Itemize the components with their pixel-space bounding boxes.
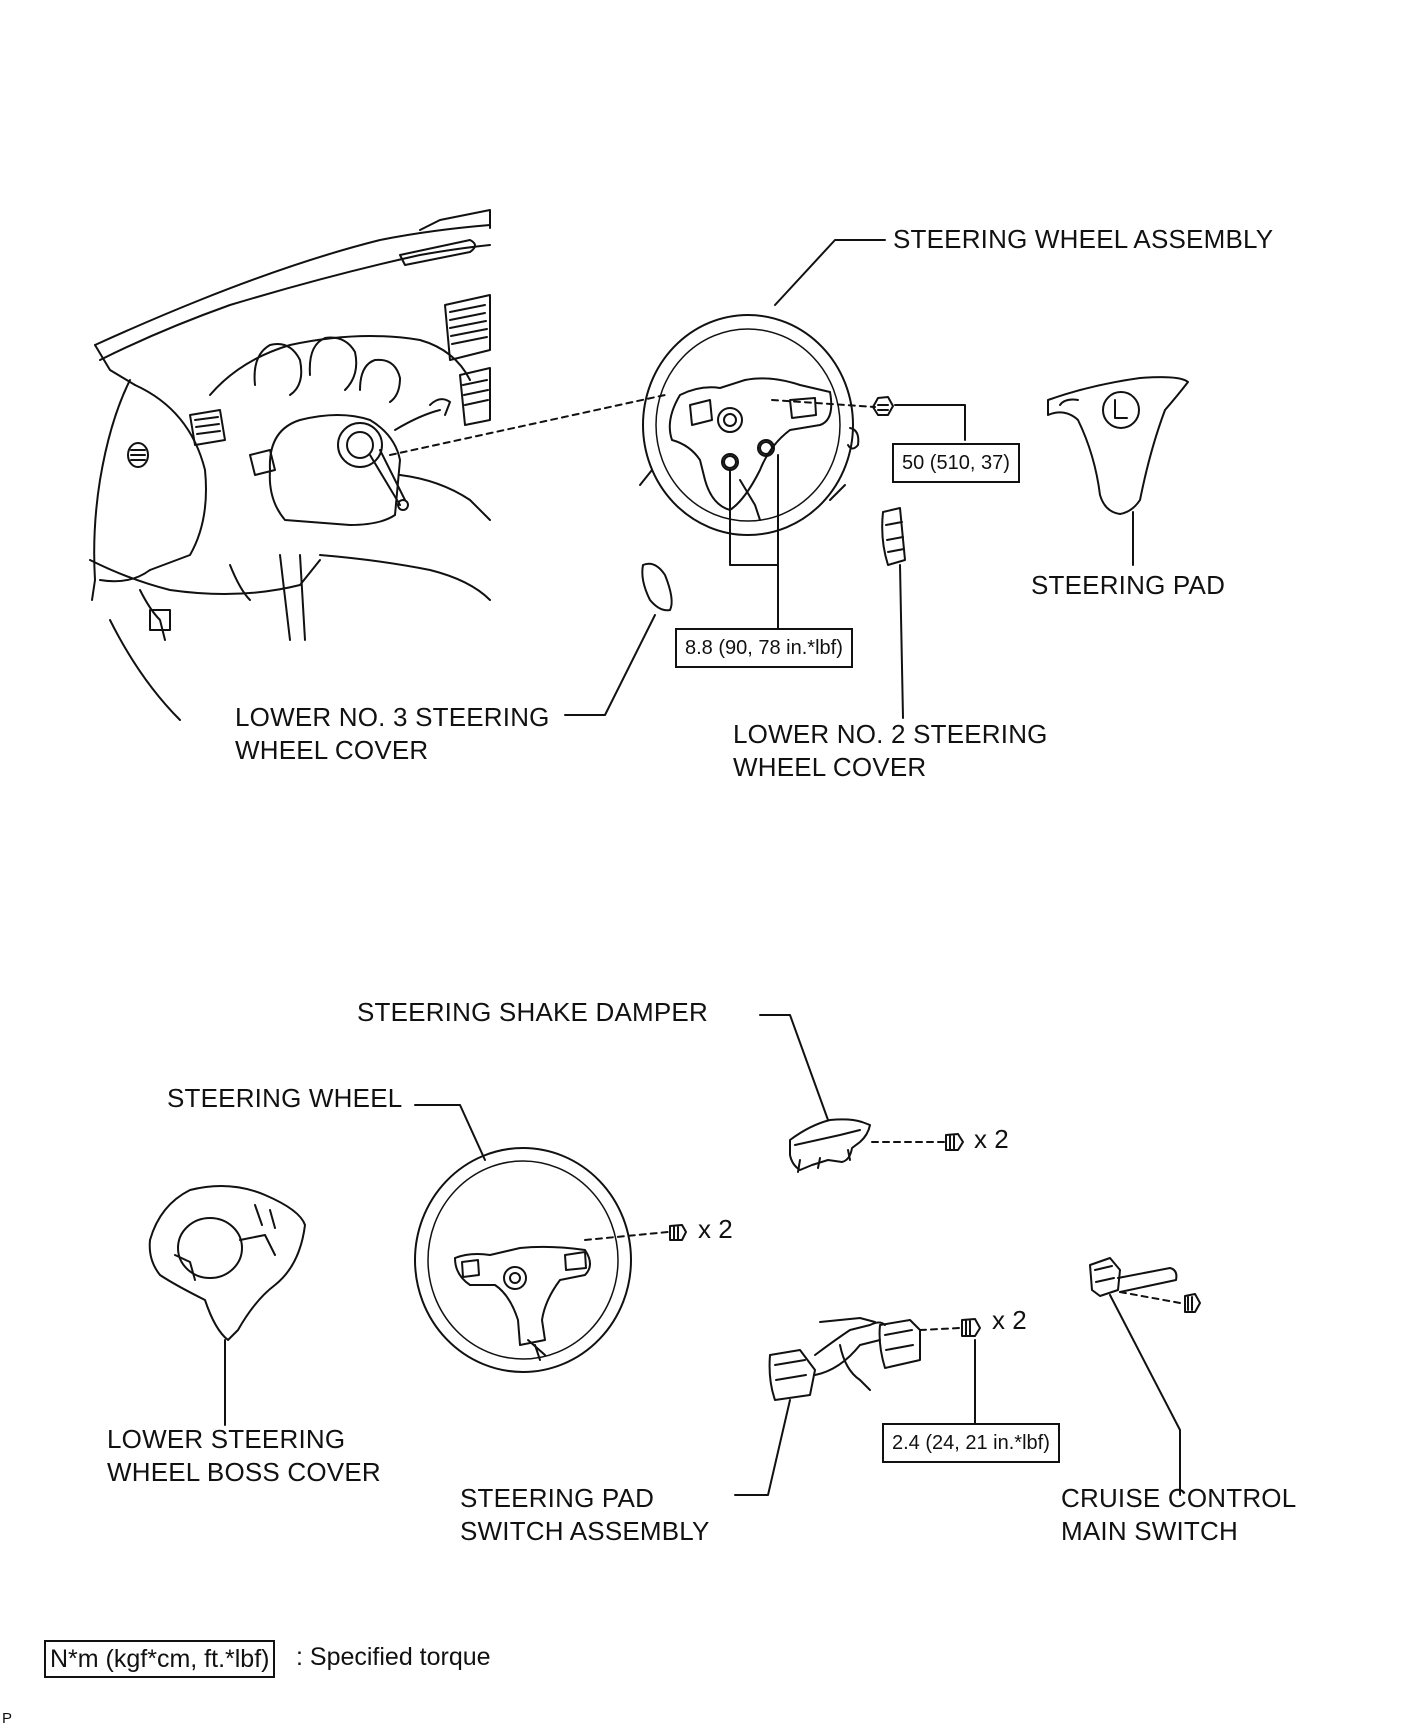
label-lower-no2-cover-line2: WHEEL COVER bbox=[733, 752, 927, 782]
label-cruise-line2: MAIN SWITCH bbox=[1061, 1516, 1238, 1546]
label-steering-pad: STEERING PAD bbox=[1031, 570, 1226, 600]
label-pad-switch-line1: STEERING PAD bbox=[460, 1483, 655, 1513]
qty-damper-screws: x 2 bbox=[974, 1124, 1009, 1154]
lower-no2-cover-drawing bbox=[881, 507, 906, 719]
dashboard-leader bbox=[389, 394, 666, 456]
label-steering-shake-damper: STEERING SHAKE DAMPER bbox=[357, 997, 708, 1027]
corner-mark: P bbox=[2, 1710, 13, 1727]
lower-no3-cover-drawing bbox=[564, 562, 673, 716]
label-lower-no2-cover-line1: LOWER NO. 2 STEERING bbox=[733, 719, 1048, 749]
leader-wheel-assembly bbox=[774, 239, 886, 306]
label-steering-wheel-assembly: STEERING WHEEL ASSEMBLY bbox=[893, 224, 1274, 254]
label-lower-no3-cover-line1: LOWER NO. 3 STEERING bbox=[235, 702, 550, 732]
pad-switch-assembly-drawing bbox=[734, 1317, 981, 1496]
torque-box-wheel-nut: 50 (510, 37) bbox=[892, 443, 1020, 483]
label-lower-boss-cover-line2: WHEEL BOSS COVER bbox=[107, 1457, 381, 1487]
steering-wheel-assembly-drawing bbox=[639, 314, 860, 536]
label-cruise-line1: CRUISE CONTROL bbox=[1061, 1483, 1297, 1513]
legend-text: : Specified torque bbox=[296, 1643, 491, 1671]
wheel-nut-hardware bbox=[771, 396, 966, 441]
steering-wheel-drawing bbox=[414, 1104, 687, 1373]
dashboard-illustration bbox=[89, 209, 491, 721]
wheel-screws-hardware bbox=[721, 439, 779, 631]
steering-shake-damper-drawing bbox=[759, 1014, 964, 1173]
label-pad-switch-line2: SWITCH ASSEMBLY bbox=[460, 1516, 710, 1546]
label-lower-boss-cover-line1: LOWER STEERING bbox=[107, 1424, 346, 1454]
cruise-switch-drawing bbox=[1089, 1257, 1201, 1496]
legend-unit-box: N*m (kgf*cm, ft.*lbf) bbox=[44, 1640, 276, 1678]
lower-boss-cover-drawing bbox=[148, 1185, 306, 1426]
qty-switch-screws: x 2 bbox=[992, 1305, 1027, 1335]
label-steering-wheel: STEERING WHEEL bbox=[167, 1083, 403, 1113]
label-lower-no3-cover-line2: WHEEL COVER bbox=[235, 735, 429, 765]
torque-box-wheel-screws: 8.8 (90, 78 in.*lbf) bbox=[675, 628, 853, 668]
steering-pad-drawing bbox=[1047, 376, 1189, 566]
qty-wheel-screws: x 2 bbox=[698, 1214, 733, 1244]
torque-box-switch-screws: 2.4 (24, 21 in.*lbf) bbox=[882, 1423, 1060, 1463]
